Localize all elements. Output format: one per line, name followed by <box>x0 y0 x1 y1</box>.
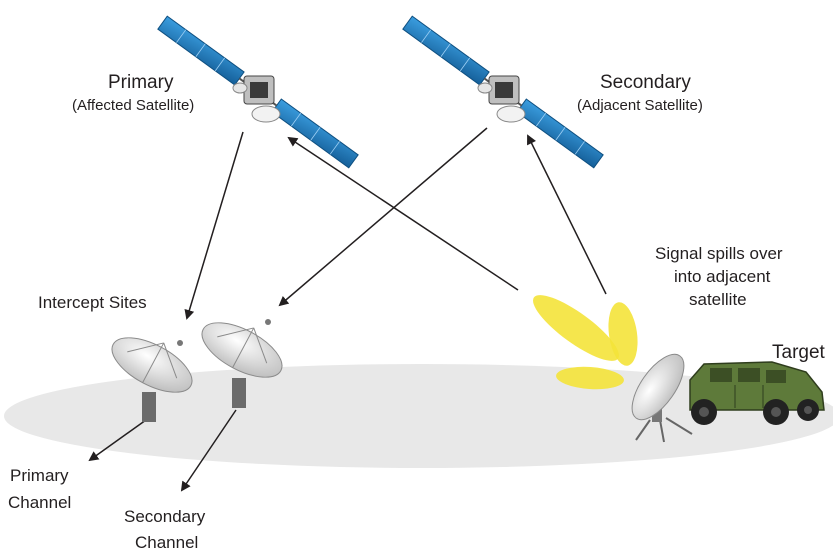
uplink-to-primary-arrow <box>287 136 519 291</box>
secondary-channel-label-line1: Secondary <box>124 507 206 526</box>
ground-plane <box>4 364 833 468</box>
primary-satellite-icon <box>157 15 359 169</box>
target-vehicle-icon <box>689 361 825 425</box>
signal-spill-label-line3: satellite <box>689 290 747 309</box>
primary-downlink-arrow <box>184 131 244 320</box>
intercept-dish-secondary-icon <box>201 319 283 408</box>
signal-spill-label-line1: Signal spills over <box>655 244 783 263</box>
target-label: Target <box>772 342 825 363</box>
intercept-sites-label: Intercept Sites <box>38 293 147 312</box>
primary-channel-arrow <box>88 419 147 462</box>
primary-satellite-subtitle: (Affected Satellite) <box>72 97 195 114</box>
secondary-satellite-icon <box>402 15 604 169</box>
secondary-satellite-subtitle: (Adjacent Satellite) <box>577 97 703 114</box>
secondary-satellite-title: Secondary <box>600 72 691 93</box>
signal-beam-lobes <box>533 295 638 390</box>
target-dish-icon <box>631 353 693 443</box>
intercept-dish-primary-icon <box>111 337 193 422</box>
spillover-to-secondary-arrow <box>527 134 607 295</box>
secondary-channel-arrow <box>180 409 237 492</box>
primary-channel-label-line1: Primary <box>10 466 69 485</box>
primary-satellite-title: Primary <box>108 72 174 93</box>
secondary-downlink-arrow <box>278 127 488 307</box>
primary-channel-label-line2: Channel <box>8 493 72 512</box>
signal-spill-label-line2: into adjacent <box>674 267 771 286</box>
secondary-channel-label-line2: Channel <box>135 533 199 552</box>
